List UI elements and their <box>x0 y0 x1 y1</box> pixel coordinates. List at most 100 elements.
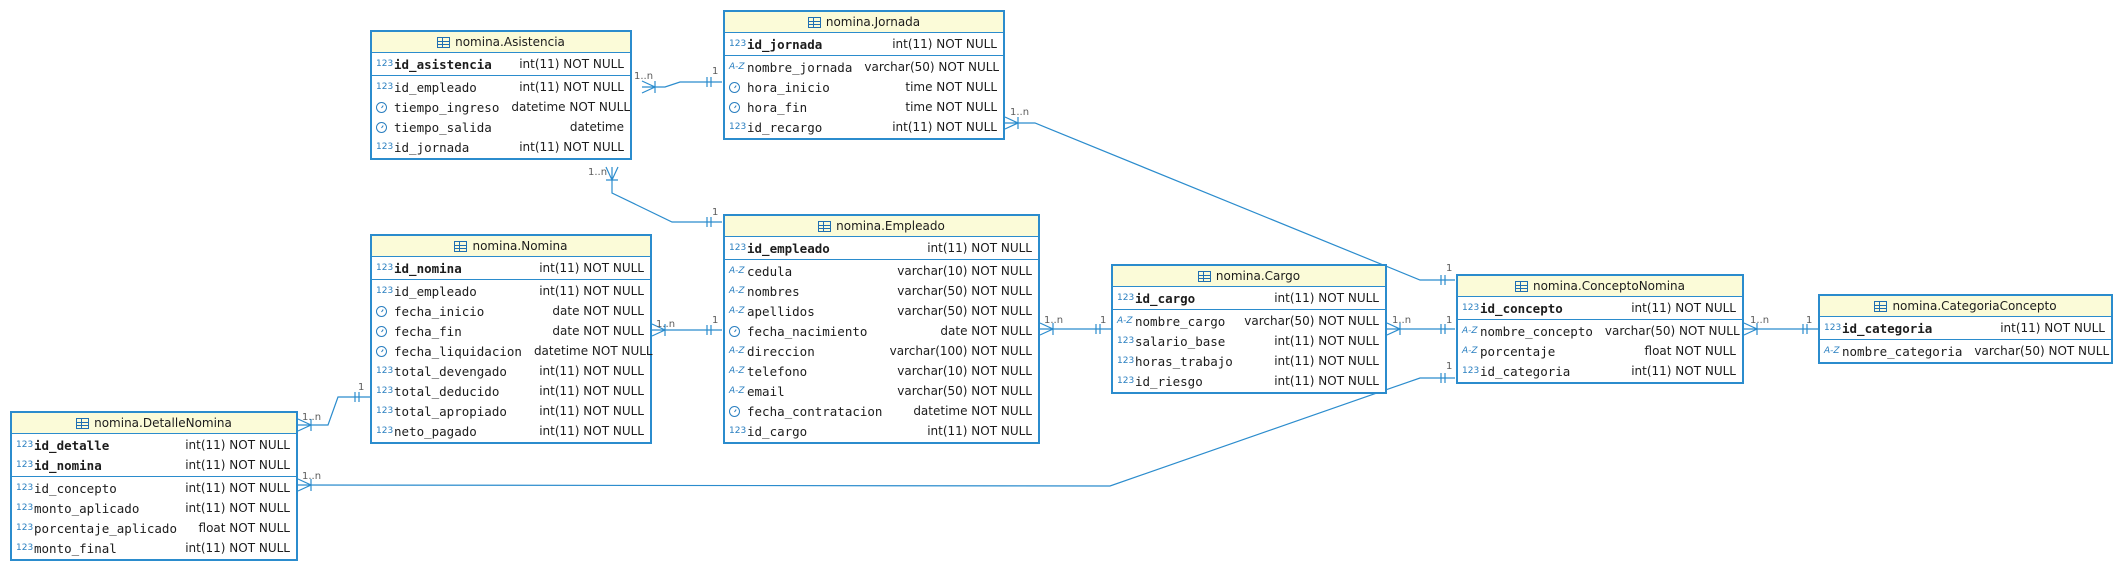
link-detalle-nomina <box>298 396 370 426</box>
column-type: int(11) NOT NULL <box>185 458 290 472</box>
table-header[interactable]: nomina.Nomina <box>372 236 650 257</box>
column-name: id_concepto <box>34 480 117 496</box>
numeric-type-icon: 123 <box>729 122 747 132</box>
table-header[interactable]: nomina.Empleado <box>725 216 1038 237</box>
numeric-type-icon: 123 <box>376 82 394 92</box>
table-header[interactable]: nomina.Cargo <box>1113 266 1385 287</box>
column-type: int(11) NOT NULL <box>1631 364 1736 378</box>
cardinality-label: 1 <box>712 66 719 77</box>
column-type: varchar(100) NOT NULL <box>889 344 1032 358</box>
column-type: varchar(10) NOT NULL <box>897 364 1032 378</box>
cardinality-label: 1 <box>1446 361 1453 372</box>
table-header[interactable]: nomina.DetalleNomina <box>12 413 296 434</box>
column-name: id_nomina <box>394 260 462 276</box>
table-header[interactable]: nomina.CategoriaConcepto <box>1820 296 2111 317</box>
table-header[interactable]: nomina.Asistencia <box>372 32 630 53</box>
column-row[interactable]: tiempo_ingreso datetime NOT NULL <box>372 97 630 117</box>
table-header[interactable]: nomina.ConceptoNomina <box>1458 276 1742 297</box>
crowfoot <box>297 418 313 432</box>
numeric-type-icon: 123 <box>376 59 394 69</box>
column-name: porcentaje <box>1480 343 1556 359</box>
column-type: datetime NOT NULL <box>511 100 631 114</box>
numeric-type-icon: 123 <box>16 483 34 493</box>
cardinality-label: 1..n <box>1392 315 1412 326</box>
column-type: date NOT NULL <box>552 324 644 338</box>
table-icon <box>818 220 832 232</box>
column-name: monto_aplicado <box>34 500 140 516</box>
column-name: tiempo_ingreso <box>394 99 500 115</box>
column-name: id_categoria <box>1480 363 1571 379</box>
column-type: int(11) NOT NULL <box>185 481 290 495</box>
text-type-icon: A-Z <box>1462 346 1478 356</box>
column-type: int(11) NOT NULL <box>1274 374 1379 388</box>
cardinality-label: 1..n <box>1044 315 1064 326</box>
cardinality-label: 1 <box>1100 315 1107 326</box>
numeric-type-icon: 123 <box>1824 323 1842 333</box>
column-type: int(11) NOT NULL <box>927 424 1032 438</box>
link-jornada-concepto <box>1005 122 1455 281</box>
table-title: nomina.Nomina <box>472 239 568 253</box>
table-icon <box>76 417 90 429</box>
column-type: int(11) NOT NULL <box>1631 301 1736 315</box>
numeric-type-icon: 123 <box>729 39 747 49</box>
column-name: horas_trabajo <box>1135 353 1233 369</box>
table-header[interactable]: nomina.Jornada <box>725 12 1003 33</box>
